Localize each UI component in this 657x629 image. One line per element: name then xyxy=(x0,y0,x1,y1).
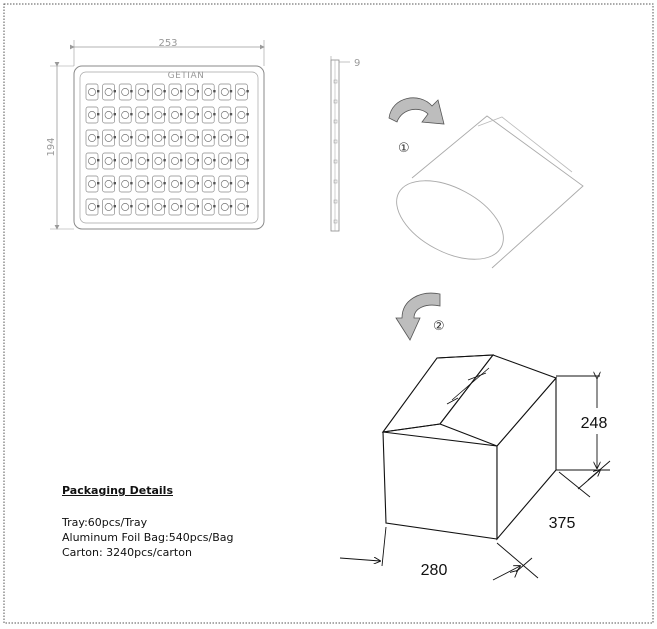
carton-front-face xyxy=(382,431,498,540)
tray-cavity xyxy=(152,129,166,147)
tray-cavity xyxy=(135,175,150,193)
packaging-line-tray: Tray:60pcs/Tray xyxy=(62,516,148,529)
step-1-label: ① xyxy=(398,141,410,156)
carton-height-label: 248 xyxy=(581,415,608,432)
carton-width-dimension: 280 xyxy=(339,526,539,581)
tray-cavity xyxy=(201,83,216,101)
tray-cavity xyxy=(168,106,183,124)
tray-cavity xyxy=(135,106,150,124)
tray-cavity xyxy=(235,175,249,193)
foil-bag-body xyxy=(411,115,584,269)
tray-cavity xyxy=(218,152,233,170)
tray-cavity xyxy=(185,198,199,216)
tray-cavity xyxy=(102,198,116,216)
tray-side-view: 9 xyxy=(330,56,360,232)
step-1-foil-bag: ① xyxy=(388,97,584,269)
tray-cavity xyxy=(185,175,199,193)
tray-cavity xyxy=(218,198,233,216)
tray-cavity xyxy=(102,152,116,170)
tray-cavity xyxy=(85,83,100,101)
tray-cavity xyxy=(118,198,133,216)
packaging-details: Packaging Details Tray:60pcs/Tray Alumin… xyxy=(62,483,233,560)
tray-cavity xyxy=(152,175,166,193)
tray-cavity xyxy=(235,83,249,101)
tray-cavity xyxy=(118,129,133,147)
tray-cavity xyxy=(102,129,116,147)
tray-cavity xyxy=(135,152,150,170)
tray-top-view: 253 194 GETIAN xyxy=(46,38,265,230)
curved-arrow-icon xyxy=(388,97,445,125)
tray-cavity xyxy=(185,83,199,101)
tray-cavity xyxy=(85,198,100,216)
tray-cavity xyxy=(185,106,199,124)
tray-cavity xyxy=(118,152,133,170)
tray-cavity xyxy=(135,129,150,147)
carton-top-flap-right xyxy=(439,354,557,447)
tray-cavity xyxy=(168,198,183,216)
packaging-line-carton: Carton: 3240pcs/carton xyxy=(62,546,192,559)
tray-cavity xyxy=(118,175,133,193)
tray-cavity xyxy=(235,129,249,147)
tray-cavity xyxy=(85,129,100,147)
carton-height-dimension: 248 xyxy=(556,376,614,471)
tray-cavity xyxy=(218,175,233,193)
tray-cavity xyxy=(235,198,249,216)
step-2-label: ② xyxy=(433,319,445,334)
tray-cavity xyxy=(85,152,100,170)
tray-cavity xyxy=(201,106,216,124)
tray-cavity xyxy=(152,152,166,170)
tray-cavity xyxy=(85,106,100,124)
tray-cavity xyxy=(235,152,249,170)
carton-depth-dimension: 375 xyxy=(549,460,611,532)
carton-box xyxy=(381,354,557,541)
tray-cavity xyxy=(135,198,150,216)
tray-cavity xyxy=(235,106,249,124)
carton-width-label: 280 xyxy=(421,562,448,579)
tray-cavity xyxy=(102,106,116,124)
tray-cavity xyxy=(118,83,133,101)
tray-cavity xyxy=(152,198,166,216)
tray-cavity xyxy=(201,175,216,193)
tray-cavity xyxy=(85,175,100,193)
carton-depth-label: 375 xyxy=(549,515,576,532)
tray-cavity xyxy=(118,106,133,124)
tray-cavity xyxy=(201,198,216,216)
tray-outline xyxy=(73,65,265,230)
step-2-arrow: ② xyxy=(395,292,445,341)
tray-width-label: 253 xyxy=(158,38,177,49)
tray-cavity xyxy=(185,129,199,147)
tray-cavity-grid xyxy=(85,83,249,216)
tray-cavity xyxy=(218,129,233,147)
tray-cavity xyxy=(168,152,183,170)
tray-cavity xyxy=(168,175,183,193)
tray-cavity xyxy=(152,106,166,124)
tray-thickness-label: 9 xyxy=(354,58,360,69)
tray-cavity xyxy=(135,83,150,101)
tray-cavity xyxy=(102,175,116,193)
tray-height-label: 194 xyxy=(46,137,57,156)
tray-cavity xyxy=(218,106,233,124)
tray-brand-label: GETIAN xyxy=(168,71,205,81)
packaging-details-title: Packaging Details xyxy=(62,484,173,497)
tray-cavity xyxy=(152,83,166,101)
tray-cavity xyxy=(201,152,216,170)
foil-bag-opening xyxy=(396,180,504,260)
page-border xyxy=(3,3,654,624)
packaging-line-bag: Aluminum Foil Bag:540pcs/Bag xyxy=(62,531,234,544)
curved-arrow-icon xyxy=(395,292,441,341)
tray-cavity xyxy=(168,129,183,147)
tray-cavity xyxy=(218,83,233,101)
tray-cavity xyxy=(168,83,183,101)
tray-cavity xyxy=(102,83,116,101)
tray-cavity xyxy=(201,129,216,147)
tray-cavity xyxy=(185,152,199,170)
